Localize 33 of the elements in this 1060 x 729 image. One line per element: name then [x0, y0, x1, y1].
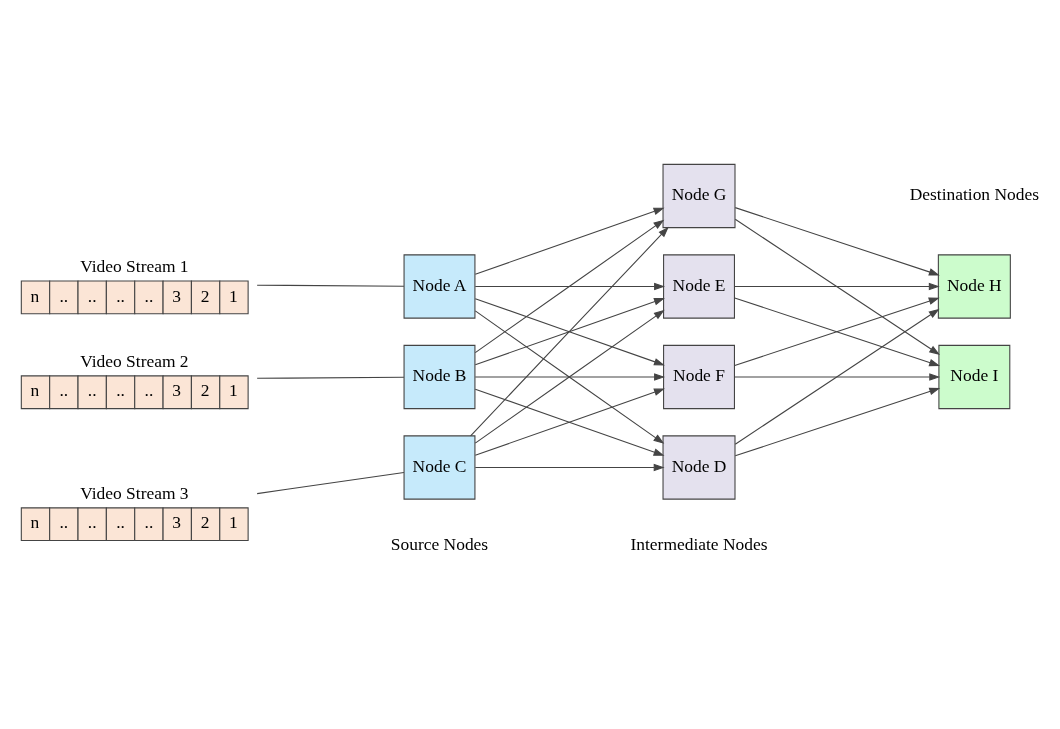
node-box: Node H [937, 253, 1011, 319]
connector [256, 376, 405, 379]
arrow [470, 226, 669, 436]
node-box: Node F [663, 344, 735, 409]
arrow [474, 207, 665, 275]
arrow [474, 388, 665, 456]
arrow [734, 372, 941, 381]
node-box: Node A [403, 253, 476, 319]
arrow [734, 218, 941, 355]
node-box: Node E [663, 253, 735, 319]
connector [256, 284, 405, 287]
arrow [734, 308, 940, 445]
arrow [474, 219, 665, 353]
arrow [474, 309, 665, 444]
node-box: Node C [403, 434, 476, 500]
node-box: Node I [938, 344, 1011, 409]
label: Source Nodes [390, 533, 489, 554]
label: Destination Nodes [909, 183, 1039, 204]
arrow [474, 282, 665, 290]
node-label: Video Stream 1 [80, 255, 189, 276]
node-label: Video Stream 2 [80, 350, 189, 371]
arrow [474, 463, 665, 471]
node-box: Node D [662, 434, 736, 500]
connector [256, 471, 405, 494]
node-box: Node B [403, 344, 476, 409]
label: Intermediate Nodes [630, 533, 768, 554]
arrow [734, 206, 940, 276]
arrow [474, 372, 665, 381]
arrow [734, 282, 940, 290]
arrow [734, 387, 941, 456]
node-label: Video Stream 3 [80, 482, 189, 503]
node-box: Node G [662, 163, 736, 228]
arrow [474, 297, 665, 365]
